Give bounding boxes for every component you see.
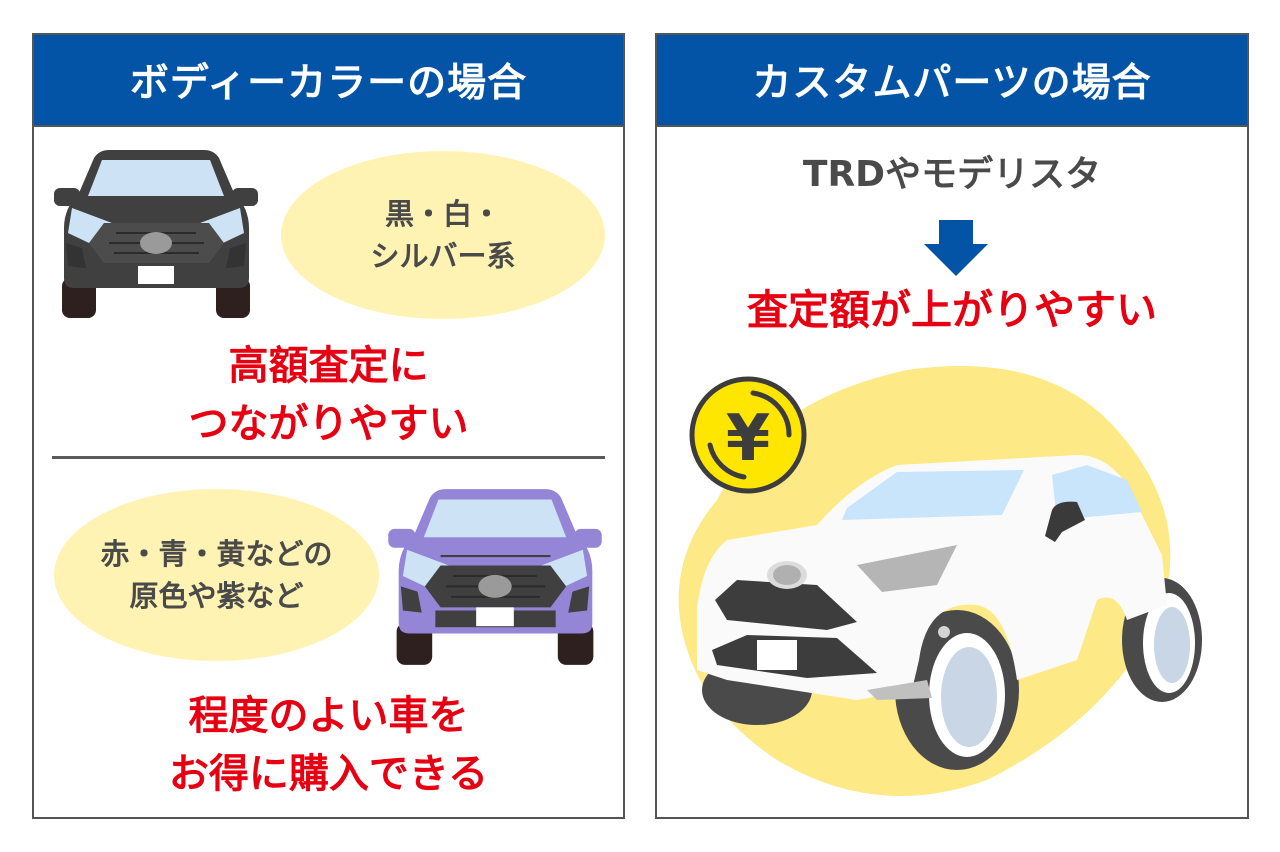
brands-subtitle: TRDやモデリスタ <box>802 154 1102 195</box>
section-divider <box>52 456 605 459</box>
good-deal-result: 程度のよい車を お得に購入できる <box>34 687 623 803</box>
custom-parts-header: カスタムパーツの場合 <box>657 35 1247 127</box>
body-color-title: ボディーカラーの場合 <box>129 61 528 106</box>
good-deal-line1: 程度のよい車を <box>188 693 469 739</box>
high-appraisal-line2: つながりやすい <box>188 401 469 447</box>
appraisal-up-result: 査定額が上がりやすい <box>747 286 1157 334</box>
high-appraisal-result: 高額査定に つながりやすい <box>34 337 623 453</box>
vivid-bubble-line2: 原色や紫など <box>129 579 304 613</box>
yen-symbol: ¥ <box>726 402 771 476</box>
yen-coin-icon: ¥ <box>688 375 808 495</box>
vivid-colors-bubble: 赤・青・黄などの 原色や紫など <box>54 489 379 661</box>
black-suv-front-icon <box>54 148 258 320</box>
vivid-bubble-line1: 赤・青・黄などの <box>100 537 333 571</box>
good-deal-line2: お得に購入できる <box>168 751 489 797</box>
purple-suv-front-icon <box>386 487 604 667</box>
custom-parts-title: カスタムパーツの場合 <box>752 61 1152 106</box>
monotone-bubble-line1: 黒・白・ <box>384 197 501 231</box>
body-color-panel: ボディーカラーの場合 黒・白・ シルバー系 高額査定に つながりやすい <box>32 33 625 819</box>
custom-parts-panel: カスタムパーツの場合 TRDやモデリスタ 査定額が上がりやすい <box>655 33 1249 819</box>
white-suv-angled-icon <box>657 360 1247 810</box>
monotone-bubble-line2: シルバー系 <box>370 239 516 273</box>
down-arrow-icon <box>924 220 988 276</box>
body-color-header: ボディーカラーの場合 <box>34 35 623 127</box>
monotone-colors-bubble: 黒・白・ シルバー系 <box>281 151 605 319</box>
high-appraisal-line1: 高額査定に <box>228 343 429 389</box>
